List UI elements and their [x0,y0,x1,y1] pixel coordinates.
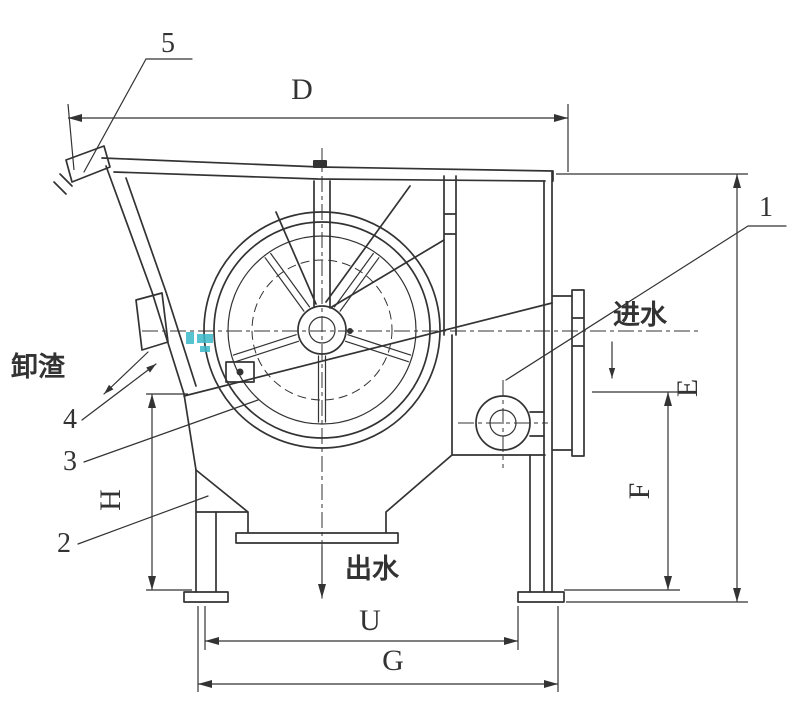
dim-label-g: G [382,644,404,677]
part-label-5: 5 [161,28,175,59]
part-2-leader [77,495,209,545]
part-label-3: 3 [63,446,77,477]
top-bolt-mark [313,160,327,168]
dimension-G: G [197,606,559,692]
dim-f-extensions [564,391,680,591]
machine-outline [53,145,585,603]
drum-inner-rim [213,221,431,439]
hub-outer [297,305,347,355]
left-foot [183,591,229,603]
support-column-lines [275,180,445,309]
leg-lines [195,454,531,593]
left-housing-lines [105,165,197,471]
part-1-leader [505,225,787,381]
right-frame [443,175,457,336]
part-3-leader [83,399,259,463]
drum-spokes [232,252,412,423]
part-label-2: 2 [57,528,71,559]
part-callouts: 5 1 4 3 2 [57,28,787,559]
label-inlet: 进水 [613,300,668,330]
label-outlet: 出水 [345,554,400,584]
right-wall [543,170,573,593]
dim-label-e: E [671,379,704,397]
dimension-U: U [204,604,519,650]
cyan-watermark [186,332,213,352]
part-4-leader [81,363,157,421]
part-label-4: 4 [63,404,77,435]
dim-h-extensions [146,393,192,591]
inlet-flange [571,289,585,457]
dim-label-u: U [359,604,381,637]
right-wall-lines [543,170,573,593]
cyan-mark-2 [197,334,213,343]
dimension-H: H [94,393,192,591]
top-cover [101,157,554,182]
diagonal-brace [183,302,553,397]
top-cover-lines [101,157,554,182]
dimension-D: D [67,73,569,172]
centerline-paths [142,148,700,546]
discharge-flow-arrow [103,351,149,395]
dim-g-extensions [197,606,559,692]
drain-pipe-inner [489,409,517,437]
diagonal-brace-line [183,302,553,397]
slag-chute [135,292,169,351]
drum-bolt-circle [251,259,393,401]
drum-outer-rim [203,211,441,449]
drain-pipe [475,395,545,451]
dim-e-extensions [556,173,748,603]
dim-label-f: F [623,483,656,500]
drum-wheel [203,211,441,449]
hopper-outlet [195,334,546,544]
drum-ring [227,235,417,425]
label-discharge: 卸渣 [11,351,66,382]
part-5-leader [83,58,193,173]
feed-lid [53,145,111,195]
hub-bolt [347,328,353,334]
support-column [275,180,445,309]
cyan-mark-3 [200,346,210,352]
right-frame-lines [443,175,457,336]
dimension-F: F [564,391,680,591]
left-housing [105,165,197,471]
detail-marks [225,328,353,383]
dimension-E: E [556,173,748,603]
cyan-mark-1 [186,332,194,344]
inlet-flange-lines [571,289,585,457]
part-label-1: 1 [759,192,773,223]
bearing-bolt [236,368,244,376]
drain-pipe-connectors [529,411,545,437]
base-legs [183,454,565,603]
bearing-bracket [225,361,255,383]
right-foot [517,591,565,603]
flow-annotations: 卸渣 进水 出水 [11,300,668,599]
centerlines [142,148,700,546]
feed-lid-lines [53,145,111,195]
drain-pipe-outer [475,395,531,451]
dim-label-d: D [291,73,313,106]
dim-label-h: H [94,489,127,511]
hopper-outlet-lines [195,334,546,544]
hub-inner [308,316,336,344]
